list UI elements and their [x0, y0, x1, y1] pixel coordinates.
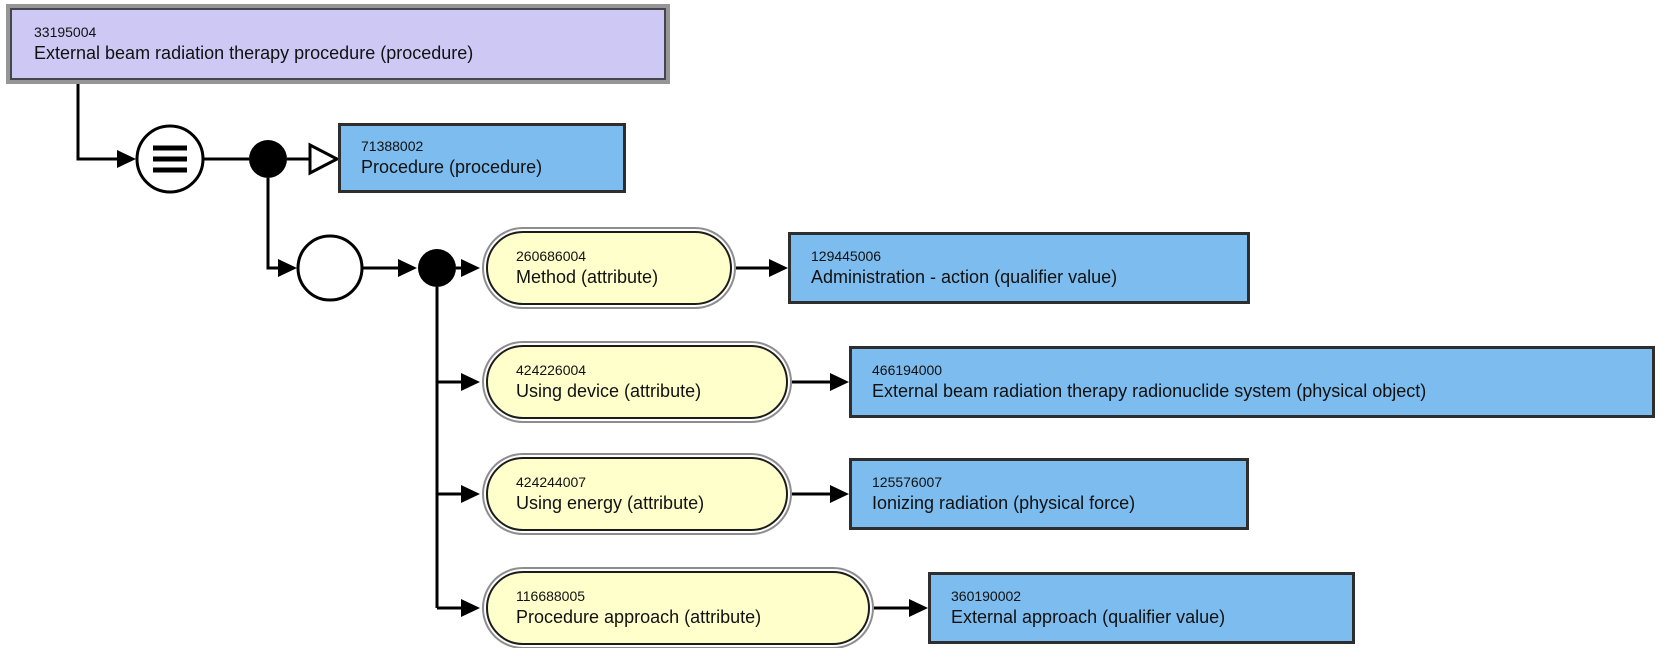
- attribute-term: Using energy (attribute): [516, 493, 705, 513]
- attribute-term: Method (attribute): [516, 267, 659, 287]
- attribute-id: 424244007: [516, 474, 587, 490]
- concept-id: 466194000: [872, 362, 943, 378]
- attribute-term: Using device (attribute): [516, 381, 702, 401]
- value-box-ionizing-radiation: 125576007 Ionizing radiation (physical f…: [849, 458, 1249, 530]
- arrowhead-icon: [909, 599, 928, 617]
- attribute-box-using-device: 424226004 Using device (attribute): [486, 345, 788, 419]
- concept-term: Administration - action (qualifier value…: [811, 267, 1118, 287]
- fully-defined-icon: [135, 124, 205, 194]
- concept-box-root: 33195004 External beam radiation therapy…: [6, 4, 670, 84]
- conjunction-node-icon: [249, 140, 287, 178]
- arrowhead-icon: [461, 599, 480, 617]
- arrowhead-icon: [278, 259, 297, 277]
- concept-term: Procedure (procedure): [361, 157, 543, 177]
- value-box-administration-action: 129445006 Administration - action (quali…: [788, 232, 1250, 304]
- value-box-external-approach: 360190002 External approach (qualifier v…: [928, 572, 1355, 644]
- concept-id: 129445006: [811, 248, 882, 264]
- attribute-box-procedure-approach: 116688005 Procedure approach (attribute): [486, 571, 870, 645]
- arrowhead-icon: [461, 259, 480, 277]
- attribute-box-method: 260686004 Method (attribute): [486, 231, 732, 305]
- concept-term: External beam radiation therapy procedur…: [34, 43, 474, 63]
- concept-box-parent: 71388002 Procedure (procedure): [338, 123, 626, 193]
- attribute-id: 260686004: [516, 248, 587, 264]
- concept-term: External beam radiation therapy radionuc…: [872, 381, 1427, 401]
- arrowhead-icon: [398, 259, 417, 277]
- concept-term: External approach (qualifier value): [951, 607, 1226, 627]
- concept-id: 71388002: [361, 138, 424, 154]
- arrowhead-icon: [461, 485, 480, 503]
- concept-id: 360190002: [951, 588, 1022, 604]
- arrowhead-icon: [830, 373, 849, 391]
- isa-arrow-icon: [308, 142, 341, 176]
- attribute-id: 116688005: [516, 588, 586, 604]
- attribute-group-icon: [296, 234, 364, 302]
- arrowhead-icon: [461, 373, 480, 391]
- connector-line: [76, 80, 117, 161]
- concept-term: Ionizing radiation (physical force): [872, 493, 1136, 513]
- attribute-box-using-energy: 424244007 Using energy (attribute): [486, 457, 788, 531]
- attribute-id: 424226004: [516, 362, 587, 378]
- value-box-radionuclide-system: 466194000 External beam radiation therap…: [849, 346, 1655, 418]
- conjunction-node-icon: [418, 249, 456, 287]
- connector-line: [266, 178, 278, 270]
- arrowhead-icon: [769, 259, 788, 277]
- concept-id: 33195004: [34, 24, 97, 40]
- arrowhead-icon: [830, 485, 849, 503]
- concept-id: 125576007: [872, 474, 943, 490]
- attribute-term: Procedure approach (attribute): [516, 607, 762, 627]
- arrowhead-icon: [117, 150, 136, 168]
